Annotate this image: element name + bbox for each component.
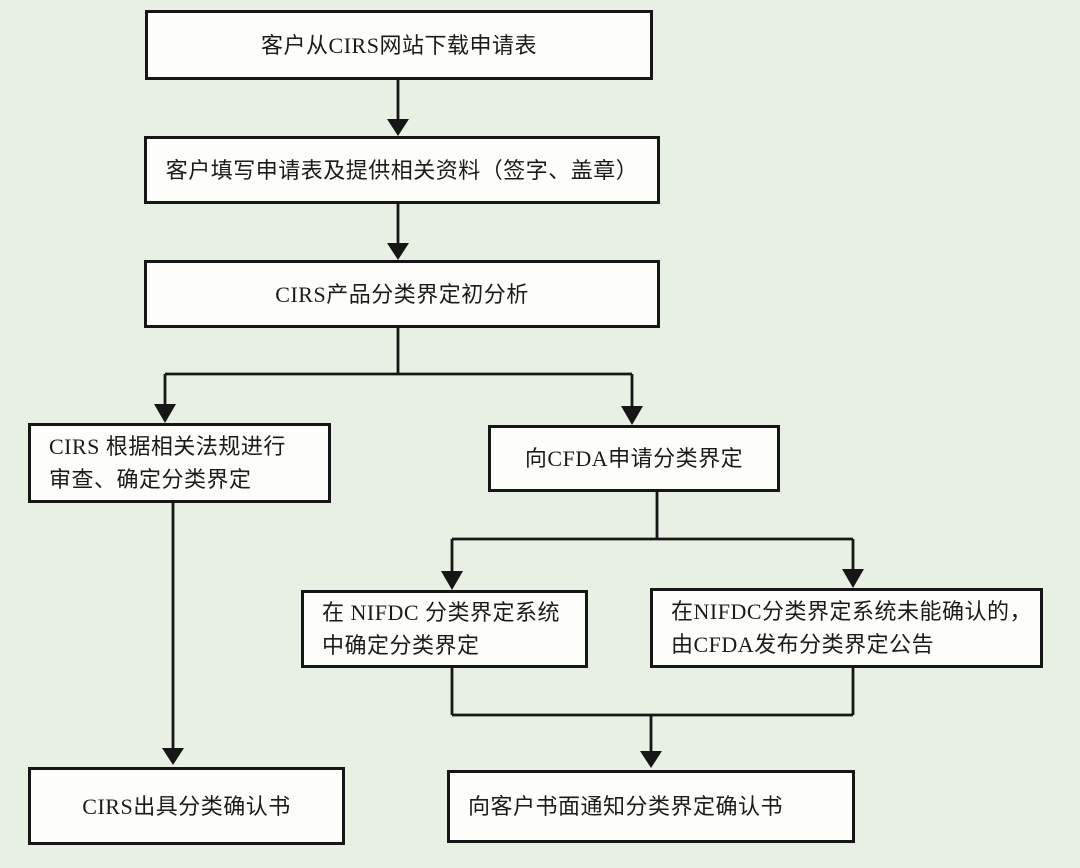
arrow-fill-form-to-initial-analysis [387, 204, 409, 260]
branch-initial-analysis-split [154, 328, 643, 425]
node-nifdc-system-confirm: 在 NIFDC 分类界定系统 中确定分类界定 [301, 590, 588, 668]
arrow-download-to-fill-form [387, 80, 409, 136]
node-nifdc-unconfirmed-cfda-announcement: 在NIFDC分类界定系统未能确认的， 由CFDA发布分类界定公告 [650, 588, 1043, 668]
node-cirs-regulation-review: CIRS 根据相关法规进行 审查、确定分类界定 [28, 423, 331, 503]
node-cirs-initial-analysis: CIRS产品分类界定初分析 [144, 260, 660, 328]
node-cirs-issue-certificate: CIRS出具分类确认书 [28, 767, 345, 845]
arrow-cirs-review-to-certificate [162, 503, 184, 765]
node-fill-application-form: 客户填写申请表及提供相关资料（签字、盖章） [144, 136, 660, 204]
node-cfda-application: 向CFDA申请分类界定 [488, 425, 780, 492]
node-download-application-form: 客户从CIRS网站下载申请表 [145, 10, 653, 80]
node-written-notice-to-customer: 向客户书面通知分类界定确认书 [447, 770, 855, 843]
branch-cfda-apply-split [441, 492, 864, 590]
merge-nifdc-to-notify [450, 668, 855, 768]
